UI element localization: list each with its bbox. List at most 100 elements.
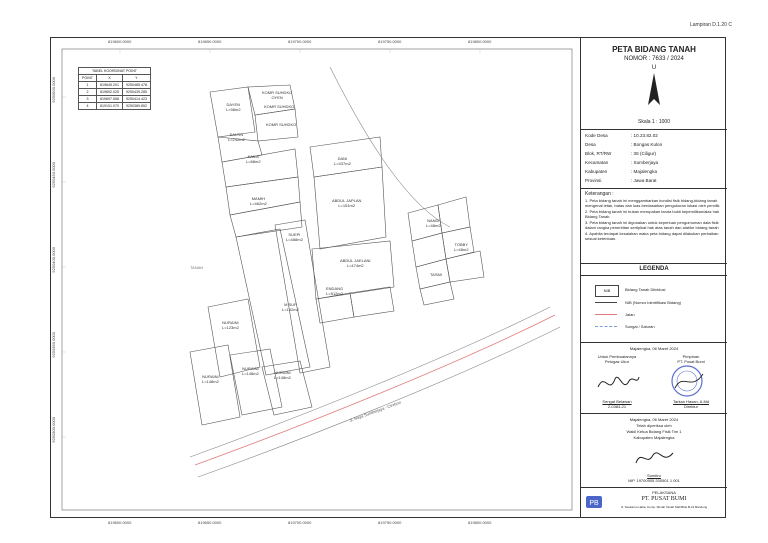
info-value: : Jawa Barat bbox=[631, 178, 657, 183]
sign2-line1: Telah diperiksa oleh bbox=[636, 423, 672, 428]
table-cell: 2 bbox=[78, 88, 97, 96]
parcel-label: M SUP L=152m2 bbox=[282, 302, 299, 312]
table-cell: 9250439.285 bbox=[121, 88, 151, 96]
parcel-mamih bbox=[229, 201, 303, 238]
footer-company: PT. PUSAT BUMI bbox=[641, 496, 687, 502]
info-value: : Bongas Kulon bbox=[631, 142, 663, 147]
parcel-label: ABDUL JAPLAN L=151m2 bbox=[332, 198, 362, 208]
legend-text: Jalan bbox=[625, 312, 635, 317]
parcel-label: NURAINI L=148m2 bbox=[242, 366, 259, 376]
parcel-label: NANDI L=48m2 bbox=[426, 218, 441, 228]
table-cell: 9250414.423 bbox=[121, 95, 151, 103]
sign2-line3: Kabupaten Majalengka bbox=[633, 435, 675, 440]
map-area[interactable]: Jl. Raya Sumberjaya - Cirebon TANAH 8196… bbox=[50, 37, 580, 525]
info-value: : 10.23.82.02 bbox=[631, 133, 658, 138]
parcel-komr-2 bbox=[254, 108, 299, 142]
coord-top-5: 819800.0000 bbox=[468, 39, 492, 44]
coord-top-2: 819650.0000 bbox=[198, 39, 222, 44]
info-label: Kabupaten bbox=[585, 169, 608, 174]
sign2-nip: NIP. 19700905 200501 1 001 bbox=[628, 478, 680, 483]
parcel-nuraini-4 bbox=[261, 360, 313, 416]
coord-left-4: 9250350.0000 bbox=[51, 332, 56, 358]
table-cell: 1 bbox=[78, 81, 97, 89]
sign2-place-date: Majalengka, 06 Maret 2024 bbox=[629, 417, 679, 422]
coord-top-1: 819600.0000 bbox=[108, 39, 132, 44]
info-value: : 36 (Ciligur) bbox=[631, 151, 657, 156]
coord-bottom-2: 819650.0000 bbox=[198, 520, 222, 525]
divider bbox=[581, 275, 727, 276]
parcel-nuraini-1 bbox=[207, 298, 261, 378]
coord-bottom-5: 819800.0000 bbox=[468, 520, 492, 525]
parcel-label: ENDANG L=512m2 bbox=[326, 286, 344, 296]
notes-title: Keterangan : bbox=[585, 191, 614, 197]
divider bbox=[581, 129, 727, 130]
table-cell: 819645.201 bbox=[95, 81, 123, 89]
coord-top-3: 819700.0000 bbox=[288, 39, 312, 44]
coord-left-2: 9250450.0000 bbox=[51, 162, 56, 188]
legend-nib-symbol bbox=[595, 302, 617, 303]
info-label: Desa bbox=[585, 142, 596, 147]
footer-address: Jl. Soekarno Hatta, Komp. Merah Tanah Ma… bbox=[620, 505, 708, 509]
parcel-label: KOMR SUHDKO bbox=[266, 122, 297, 127]
note-item: 2. Peta bidang tanah ini bukan merupakan… bbox=[585, 209, 720, 219]
divider bbox=[581, 263, 727, 264]
parcel-nuraini-2 bbox=[189, 344, 241, 426]
note-item: 4. Apabila terdapat kesalahan maka peta … bbox=[585, 231, 719, 241]
info-label: Blok, RT/RW bbox=[585, 151, 612, 156]
coord-top-4: 819750.0000 bbox=[378, 39, 402, 44]
info-value: : Majalengka bbox=[631, 169, 658, 174]
parcel-label: MAMIH L=462m2 bbox=[250, 196, 267, 206]
company-logo-icon: PB bbox=[586, 496, 602, 508]
parcel-label: SALTIN L=242m2 bbox=[228, 132, 245, 142]
coord-bottom-3: 819700.0000 bbox=[288, 520, 312, 525]
parcel-label: ABDUL JAELANI L=474m2 bbox=[340, 258, 371, 268]
parcel-m-sup bbox=[235, 228, 311, 376]
info-label: Kecamatan bbox=[585, 160, 609, 165]
table-cell: 819697.558 bbox=[95, 95, 123, 103]
info-label: Kode Desa bbox=[585, 133, 608, 138]
parcel-label: DAYEN L=98m2 bbox=[226, 102, 241, 112]
info-value: : Sumberjaya bbox=[631, 160, 659, 165]
parcel-x-3 bbox=[419, 281, 455, 306]
table-cell: 3 bbox=[78, 95, 97, 103]
note-item: 3. Peta bidang tanah ini digunakan untuk… bbox=[585, 220, 719, 230]
coord-table-header: POINT bbox=[78, 74, 97, 82]
company-seal-icon bbox=[671, 365, 704, 397]
parcel-label: KOMR SUHDKO bbox=[264, 104, 295, 109]
coord-bottom-1: 819600.0000 bbox=[108, 520, 132, 525]
legend-road-symbol bbox=[595, 314, 617, 315]
note-item: 1. Peta bidang tanah ini menggambarkan k… bbox=[585, 198, 720, 208]
road-lines bbox=[189, 66, 561, 478]
divider bbox=[581, 413, 727, 414]
legend-text: NIB (Nomor Identifikasi Bidang) bbox=[625, 300, 682, 305]
map-drawing: Jl. Raya Sumberjaya - Cirebon TANAH bbox=[61, 48, 573, 511]
parcel-abdul-japlan bbox=[313, 166, 387, 250]
svg-text:PB: PB bbox=[589, 500, 599, 507]
coordinate-table: TABEL KOORDINAT POINT POINT X Y 1 819645… bbox=[78, 67, 151, 110]
divider bbox=[581, 487, 727, 488]
table-row: 3 819697.558 9250414.423 bbox=[78, 95, 151, 103]
inner-frame bbox=[61, 48, 573, 511]
parcel-label: TOBBY L=48m2 bbox=[454, 242, 469, 252]
parcel-nandi-3 bbox=[411, 232, 447, 268]
legend-text: Bidang Tanah Diinklusi bbox=[625, 287, 666, 292]
parcel-label: NURAINI L=148m2 bbox=[274, 370, 291, 380]
coord-bottom-4: 819750.0000 bbox=[378, 520, 402, 525]
coord-table-header: X bbox=[95, 74, 123, 82]
info-panel: PETA BIDANG TANAH NOMOR : 7633 / 2024 U … bbox=[580, 37, 727, 518]
info-label: Provinsi bbox=[585, 178, 602, 183]
coord-left-1: 9250500.0000 bbox=[51, 77, 56, 103]
legend-title: LEGENDA bbox=[639, 266, 669, 272]
legend-river-symbol bbox=[595, 326, 617, 327]
parcel-label: SUEPI L=488m2 bbox=[286, 232, 303, 242]
signature-left-icon bbox=[597, 376, 640, 388]
parcel-nuraini-3 bbox=[229, 348, 283, 416]
scale-label: Skala 1 : 1000 bbox=[638, 119, 670, 125]
grid-ticks bbox=[62, 49, 481, 438]
legend-parcel-symbol: NIB bbox=[595, 285, 619, 297]
table-cell: 819692.025 bbox=[95, 88, 123, 96]
panel-number: NOMOR : 7633 / 2024 bbox=[624, 56, 684, 62]
parcel-nandi-2 bbox=[437, 196, 471, 234]
parcel-label: DANI L=437m2 bbox=[334, 156, 351, 166]
parcel-label: NURAINI L=123m2 bbox=[222, 320, 239, 330]
